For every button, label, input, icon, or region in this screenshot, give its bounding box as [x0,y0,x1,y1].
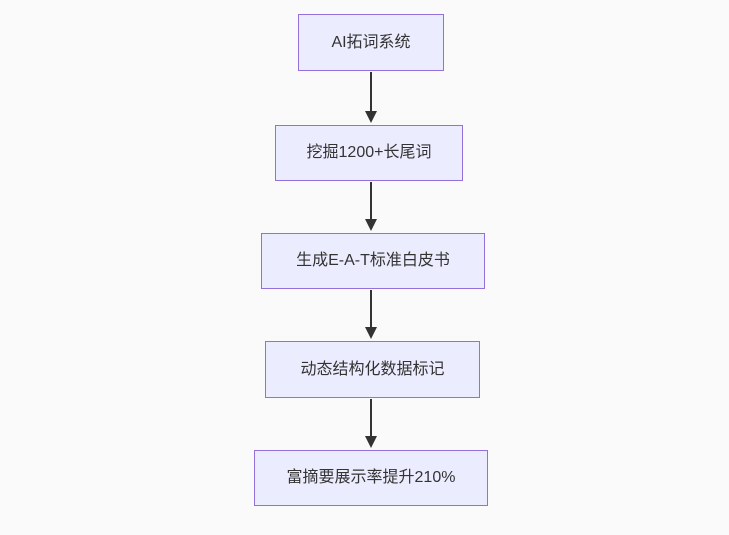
node-label: 生成E-A-T标准白皮书 [296,252,450,270]
node-label: AI拓词系统 [331,33,411,51]
flow-node-longtail-mining: 挖掘1200+长尾词 [275,125,463,181]
node-label: 挖掘1200+长尾词 [306,144,432,162]
flow-node-eat-whitepaper: 生成E-A-T标准白皮书 [261,233,485,289]
flow-node-ai-keyword-system: AI拓词系统 [298,14,444,71]
flow-node-structured-data-markup: 动态结构化数据标记 [265,341,480,398]
node-label: 动态结构化数据标记 [300,360,445,378]
flow-node-rich-snippet-uplift: 富摘要展示率提升210% [254,450,488,506]
node-label: 富摘要展示率提升210% [286,469,456,487]
